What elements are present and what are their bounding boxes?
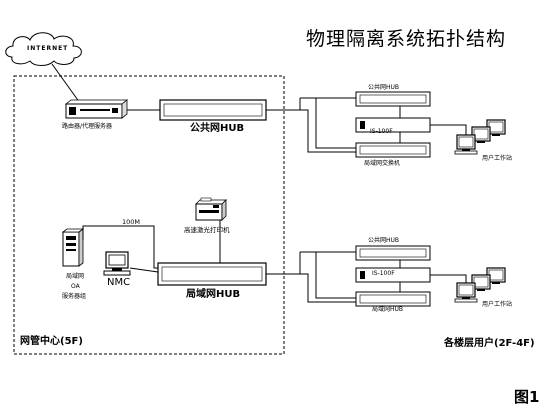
upper-isolation-switch-icon (355, 117, 431, 133)
public-hub-uplink (266, 98, 301, 111)
nmc-hub-link (129, 267, 159, 273)
server-tower-icon (61, 228, 85, 267)
data-center-boundary (13, 75, 285, 355)
server-label-line3: 服务器组 (62, 293, 87, 300)
laser-printer-icon (195, 197, 227, 221)
floor-users-label: 各楼层用户(2F-4F) (444, 338, 535, 349)
upper-switch-workstation-link (430, 124, 467, 135)
upper-public-hub-icon (355, 91, 431, 107)
internet-cloud-icon (5, 32, 82, 66)
lower-public-hub-label: 公共网HUB (368, 237, 400, 244)
lower-lan-link-b (300, 273, 356, 303)
lower-public-hub-icon (355, 245, 431, 261)
upper-lan-link (300, 97, 356, 149)
upper-lan-switch-icon (355, 142, 431, 158)
figure-label: 图1 (514, 388, 540, 406)
upper-workstation-label: 用户工作站 (482, 155, 513, 162)
public-hub-label: 公共网HUB (190, 123, 245, 134)
link-speed-label: 100M (122, 218, 141, 226)
nmc-computer-icon (103, 251, 131, 276)
router-icon (64, 99, 129, 119)
lower-lan-link (300, 251, 356, 299)
lower-isolation-switch-icon (355, 267, 431, 283)
lower-workstation-label: 用户工作站 (482, 301, 513, 308)
lan-hub-uplink (266, 252, 301, 275)
lower-switch-workstation-link (430, 274, 467, 285)
cloud-router-link (51, 63, 81, 104)
lower-lan-hub-icon (355, 291, 431, 307)
upper-lan-switch-label: 局域网交换机 (364, 160, 401, 167)
public-hub-icon (159, 99, 267, 121)
server-hub-link (82, 225, 158, 269)
server-label-line1: 局域网 (66, 273, 85, 280)
diagram-title: 物理隔离系统拓扑结构 (306, 28, 507, 50)
server-label-line2: OA (71, 283, 80, 290)
nmc-label: NMC (107, 277, 131, 288)
lower-lan-hub-label: 局域网HUB (372, 306, 404, 313)
router-label: 路由器/代理服务器 (62, 123, 113, 130)
lower-isolation-switch-label: IS-100F (372, 270, 395, 277)
internet-label: INTERNET (27, 45, 69, 52)
lower-workstation-icon (454, 267, 506, 303)
lan-hub-icon (157, 262, 267, 286)
data-center-label: 网管中心(5F) (20, 336, 83, 347)
upper-workstation-icon (454, 119, 506, 155)
lan-hub-label: 局域网HUB (186, 289, 241, 300)
printer-label: 高速激光打印机 (184, 226, 230, 234)
upper-isolation-switch-label: IS-100F (370, 128, 393, 135)
upper-lan-link-b (300, 109, 356, 153)
upper-public-hub-label: 公共网HUB (368, 84, 400, 91)
